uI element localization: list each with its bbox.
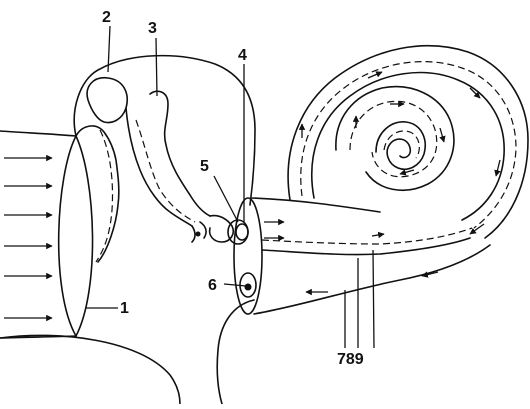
cochlea-tube [216,197,491,405]
ear-canal [0,130,181,405]
labels: 2 3 4 5 6 1 789 [102,9,364,368]
label-2: 2 [102,9,111,26]
label-4: 4 [238,47,247,64]
label-5: 5 [200,158,209,175]
leader-lines [86,25,375,349]
label-1: 1 [120,300,129,317]
sound-wave-arrows [4,154,53,322]
label-7-8-9: 789 [337,351,364,368]
label-3: 3 [148,20,157,37]
cochlea-spiral [287,44,529,239]
ossicles [95,90,249,263]
label-6: 6 [208,277,217,294]
